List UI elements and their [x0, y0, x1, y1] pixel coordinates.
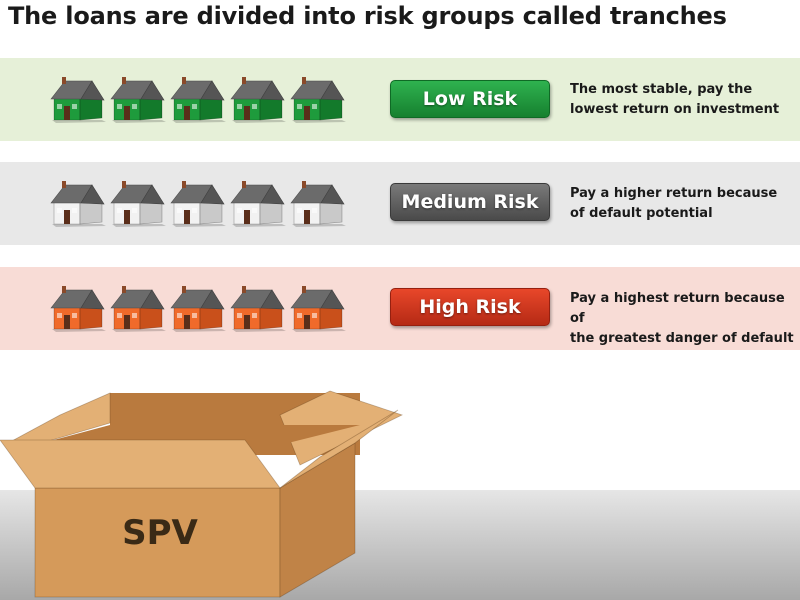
- low-risk-badge: Low Risk: [390, 80, 550, 118]
- house-icon: [288, 180, 346, 228]
- description-line: of default potential: [570, 206, 713, 221]
- spv-label: SPV: [122, 513, 198, 553]
- tranche-band-low-risk: Low Risk The most stable, pay the lowest…: [0, 58, 800, 141]
- house-icon: [168, 180, 226, 228]
- house-icon: [228, 180, 286, 228]
- low-risk-description: The most stable, pay the lowest return o…: [570, 80, 798, 120]
- house-icon: [108, 76, 166, 124]
- house-icon: [288, 285, 346, 333]
- house-icon: [48, 76, 106, 124]
- description-line: the greatest danger of default: [570, 331, 794, 346]
- slide-title: The loans are divided into risk groups c…: [8, 2, 727, 30]
- description-line: lowest return on investment: [570, 102, 780, 117]
- house-icon: [168, 76, 226, 124]
- high-risk-description: Pay a highest return because of the grea…: [570, 289, 798, 349]
- medium-risk-description: Pay a higher return because of default p…: [570, 184, 798, 224]
- house-icon: [228, 285, 286, 333]
- description-line: Pay a highest return because of: [570, 291, 785, 326]
- house-icon: [108, 285, 166, 333]
- tranche-band-medium-risk: Medium Risk Pay a higher return because …: [0, 162, 800, 245]
- house-icon: [48, 180, 106, 228]
- high-risk-badge: High Risk: [390, 288, 550, 326]
- house-icon: [288, 76, 346, 124]
- house-icon: [228, 76, 286, 124]
- house-icon: [168, 285, 226, 333]
- description-line: Pay a higher return because: [570, 186, 778, 201]
- medium-risk-badge: Medium Risk: [390, 183, 550, 221]
- house-icon: [48, 285, 106, 333]
- open-cardboard-box-icon: [0, 390, 404, 598]
- house-row: [48, 58, 348, 141]
- house-icon: [108, 180, 166, 228]
- description-line: The most stable, pay the: [570, 82, 753, 97]
- house-row: [48, 267, 348, 350]
- tranche-band-high-risk: High Risk Pay a highest return because o…: [0, 267, 800, 350]
- house-row: [48, 162, 348, 245]
